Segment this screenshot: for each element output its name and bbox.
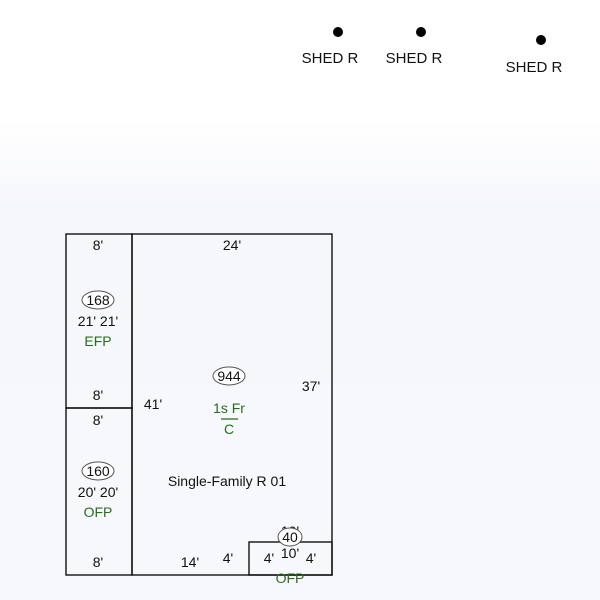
ofp-left-area: 160 — [86, 463, 110, 479]
shed-dot — [416, 27, 426, 37]
main-dim-top: 24' — [223, 237, 241, 253]
shed-label: SHED R — [506, 59, 563, 76]
ofp-small-dim-right: 4' — [306, 550, 316, 566]
shed-marker[interactable]: SHED R — [506, 35, 563, 76]
ofp-left-dim-bottom: 8' — [93, 554, 103, 570]
main-dim-bottom-left: 14' — [181, 554, 199, 570]
main-code: 1s Fr — [213, 400, 245, 416]
ofp-small-area-oval — [277, 527, 303, 547]
main-area-oval — [212, 366, 246, 386]
main-dim-left: 41' — [144, 396, 162, 412]
ofp-left-dims-side: 20' 20' — [78, 484, 118, 500]
efp-dim-top: 8' — [93, 237, 103, 253]
efp-dims-side: 21' 21' — [78, 313, 118, 329]
efp-area: 168 — [86, 292, 110, 308]
ofp-small-code: OFP — [276, 570, 305, 586]
efp-dim-bottom: 8' — [93, 387, 103, 403]
shed-marker[interactable]: SHED R — [386, 27, 443, 67]
main-subcode: C — [224, 421, 234, 437]
ofp-small-area: 40 — [282, 529, 298, 545]
shed-label: SHED R — [386, 50, 443, 67]
shed-marker[interactable]: SHED R — [302, 27, 359, 67]
shed-dot — [536, 35, 546, 45]
ofp-small-dim-bottom: 10' — [281, 545, 299, 561]
building-label: Single-Family R 01 — [168, 473, 286, 489]
main-area: 944 — [217, 368, 241, 384]
main-dim-bottom-mid: 4' — [223, 550, 233, 566]
main-dim-right: 37' — [302, 378, 320, 394]
shed-label: SHED R — [302, 50, 359, 67]
ofp-left-area-oval — [81, 461, 115, 481]
ofp-left-dim-top: 8' — [93, 412, 103, 428]
efp-area-oval — [81, 290, 115, 310]
main-outline[interactable] — [131, 233, 333, 576]
ofp-left-code: OFP — [84, 504, 113, 520]
ofp-small-dim-left: 4' — [264, 550, 274, 566]
efp-code: EFP — [84, 333, 111, 349]
shed-dot — [333, 27, 343, 37]
